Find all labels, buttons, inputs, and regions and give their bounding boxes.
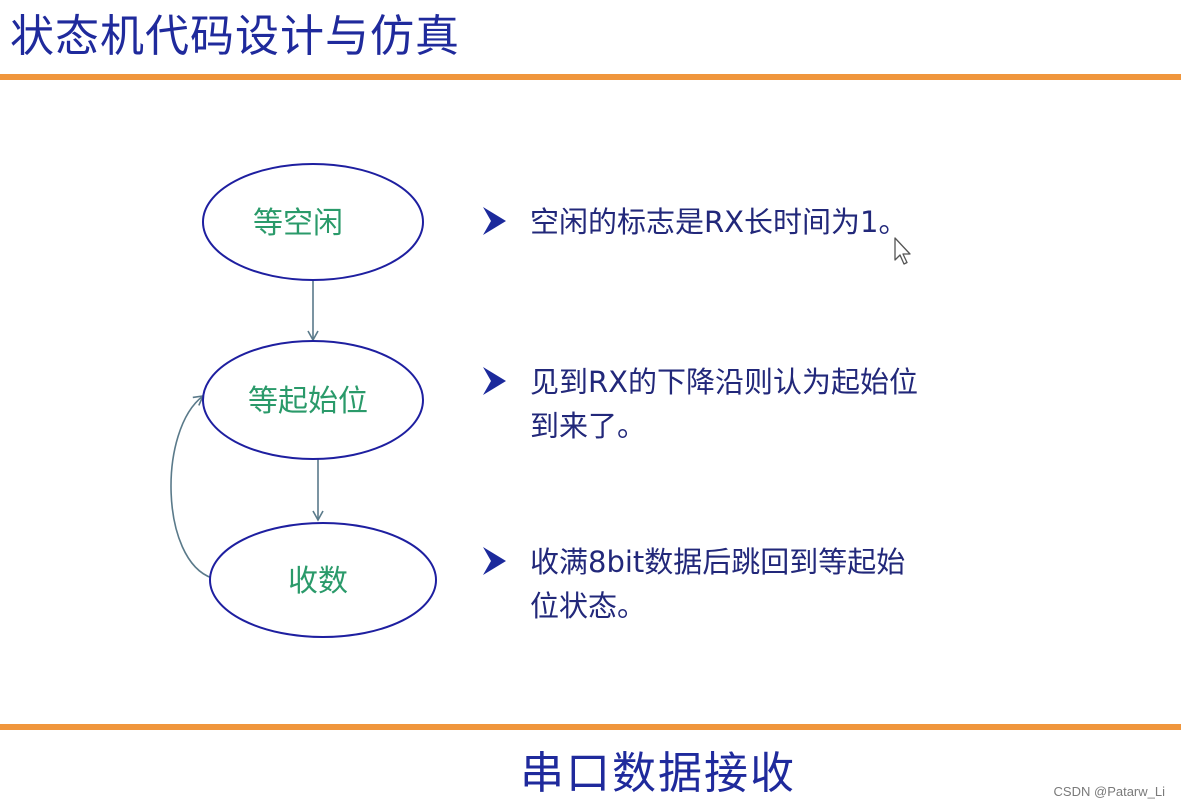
bullet-line: 收满8bit数据后跳回到等起始: [530, 545, 906, 579]
state-label-start: 等起始位: [248, 384, 368, 419]
arrowhead-bullet-icon: [483, 547, 506, 575]
bullet-item-idle: 空闲的标志是RX长时间为1。: [480, 200, 907, 244]
footer-divider: [0, 724, 1181, 730]
bullet-line: 位状态。: [530, 589, 647, 623]
mouse-pointer-icon: [894, 237, 911, 265]
bullet-item-recv: 收满8bit数据后跳回到等起始 位状态。: [480, 540, 905, 628]
bullet-line: 空闲的标志是RX长时间为1。: [530, 205, 908, 239]
footer-title: 串口数据接收: [520, 748, 796, 799]
state-label-recv: 收数: [288, 564, 348, 599]
edge-recv-to-start: [170, 395, 213, 579]
arrowhead-bullet-icon: [483, 207, 506, 235]
watermark-text: CSDN @Patarw_Li: [1053, 784, 1165, 799]
state-label-idle: 等空闲: [253, 206, 343, 241]
state-node-idle: 等空闲: [202, 163, 424, 281]
bullet-item-start: 见到RX的下降沿则认为起始位 到来了。: [480, 360, 918, 448]
state-node-start: 等起始位: [202, 340, 424, 460]
slide-title: 状态机代码设计与仿真: [10, 11, 460, 62]
bullet-text: 见到RX的下降沿则认为起始位 到来了。: [530, 360, 918, 448]
bullet-line: 见到RX的下降沿则认为起始位: [530, 365, 919, 399]
bullet-line: 到来了。: [530, 409, 647, 443]
arrowhead-bullet-icon: [483, 367, 506, 395]
header-divider: [0, 74, 1181, 80]
bullet-text: 收满8bit数据后跳回到等起始 位状态。: [530, 540, 905, 628]
state-node-recv: 收数: [209, 522, 437, 638]
bullet-text: 空闲的标志是RX长时间为1。: [530, 200, 907, 244]
